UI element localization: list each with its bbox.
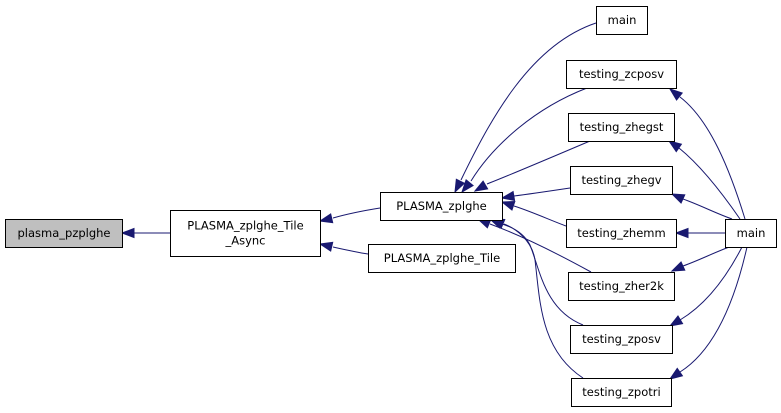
edge-line <box>470 87 588 182</box>
arrowhead-icon <box>454 178 466 194</box>
node-box[interactable] <box>380 192 503 221</box>
edges-layer <box>120 22 748 380</box>
arrowhead-icon <box>500 200 516 211</box>
node-testing-zhemm[interactable]: testing_zhemm <box>566 219 677 248</box>
node-box[interactable] <box>570 325 673 354</box>
arrowhead-icon <box>668 315 684 327</box>
edge-PLASMA_zplghe-to-PLASMA_zplghe_Tile_Async <box>318 207 381 224</box>
node-plasma-zplghe-tile-async[interactable]: PLASMA_zplghe_Tile_Async <box>170 210 321 257</box>
node-testing-zhegst[interactable]: testing_zhegst <box>568 113 675 142</box>
node-label: testing_zposv <box>582 332 661 346</box>
node-main-right[interactable]: main <box>725 219 777 248</box>
node-testing-zhegv[interactable]: testing_zhegv <box>570 166 673 195</box>
edge-main_right-to-testing_zhegst <box>667 140 741 220</box>
nodes-layer: plasma_pzplghePLASMA_zplghe_Tile_AsyncPL… <box>5 6 777 407</box>
node-label: testing_zpotri <box>582 385 660 399</box>
arrowhead-icon <box>674 227 689 239</box>
edge-testing_zhemm-to-PLASMA_zplghe <box>500 200 567 227</box>
arrowhead-icon <box>668 367 684 380</box>
node-label: _Async <box>224 234 265 248</box>
node-label: plasma_pzplghe <box>17 226 110 240</box>
node-box[interactable] <box>568 113 675 142</box>
node-label: testing_zhemm <box>577 226 665 240</box>
node-box[interactable] <box>566 219 677 248</box>
node-box[interactable] <box>568 272 675 301</box>
node-testing-zher2k[interactable]: testing_zher2k <box>568 272 675 301</box>
node-box[interactable] <box>368 244 516 273</box>
node-box[interactable] <box>570 166 673 195</box>
edge-line <box>679 246 748 373</box>
node-label: testing_zhegst <box>580 120 664 134</box>
edge-line <box>513 205 567 227</box>
arrowhead-icon <box>668 88 684 101</box>
node-testing-zpotri[interactable]: testing_zpotri <box>571 378 672 407</box>
edge-main_right-to-testing_zhegv <box>670 193 733 220</box>
arrowhead-icon <box>500 190 516 202</box>
edge-main_top-to-PLASMA_zplghe <box>454 22 597 194</box>
edge-line <box>486 140 591 185</box>
edge-line <box>679 246 743 321</box>
node-plasma-pzplghe[interactable]: plasma_pzplghe <box>5 219 123 248</box>
arrowhead-icon <box>318 241 334 252</box>
edge-testing_zcposv-to-PLASMA_zplghe <box>461 87 588 194</box>
edge-line <box>332 246 369 255</box>
node-testing-zposv[interactable]: testing_zposv <box>570 325 673 354</box>
edge-main_right-to-testing_zher2k <box>670 245 733 272</box>
edge-line <box>678 147 741 220</box>
node-box[interactable] <box>725 219 777 248</box>
node-box[interactable] <box>596 6 648 35</box>
node-label: PLASMA_zplghe_Tile <box>384 251 500 265</box>
edge-line <box>682 245 733 267</box>
edge-main_right-to-testing_zposv <box>668 246 743 327</box>
edge-main_right-to-testing_zpotri <box>668 246 748 380</box>
arrowhead-icon <box>473 180 489 192</box>
edge-line <box>332 207 381 219</box>
node-box[interactable] <box>5 219 123 248</box>
node-label: PLASMA_zplghe <box>396 199 487 213</box>
edge-testing_zhegst-to-PLASMA_zplghe <box>473 140 591 192</box>
edge-line <box>489 223 592 273</box>
edge-line <box>513 187 571 197</box>
edge-main_right-to-testing_zhemm <box>674 227 725 239</box>
edge-line <box>679 96 746 220</box>
arrowhead-icon <box>318 213 334 224</box>
node-plasma-zplghe-tile[interactable]: PLASMA_zplghe_Tile <box>368 244 516 273</box>
edge-PLASMA_zplghe_Tile_Async-to-plasma_pzplghe <box>120 227 170 239</box>
arrowhead-icon <box>670 193 686 204</box>
arrowhead-icon <box>461 179 474 194</box>
node-label: main <box>608 13 637 27</box>
edge-PLASMA_zplghe_Tile-to-PLASMA_zplghe_Tile_Async <box>318 241 369 255</box>
node-label: PLASMA_zplghe_Tile <box>187 219 303 233</box>
node-label: main <box>737 226 766 240</box>
edge-line <box>503 223 584 379</box>
arrowhead-icon <box>120 227 135 239</box>
node-label: testing_zcposv <box>579 67 664 81</box>
node-main-top[interactable]: main <box>596 6 648 35</box>
edge-main_right-to-testing_zcposv <box>668 88 746 220</box>
node-box[interactable] <box>566 60 677 89</box>
node-testing-zcposv[interactable]: testing_zcposv <box>566 60 677 89</box>
arrowhead-icon <box>667 140 683 153</box>
edge-line <box>460 22 597 181</box>
node-label: testing_zher2k <box>579 279 664 293</box>
node-label: testing_zhegv <box>581 173 661 187</box>
edge-testing_zhegv-to-PLASMA_zplghe <box>500 187 571 202</box>
node-plasma-zplghe[interactable]: PLASMA_zplghe <box>380 192 503 221</box>
node-box[interactable] <box>571 378 672 407</box>
arrowhead-icon <box>670 261 686 272</box>
node-box[interactable] <box>170 210 321 257</box>
edge-line <box>682 198 733 220</box>
